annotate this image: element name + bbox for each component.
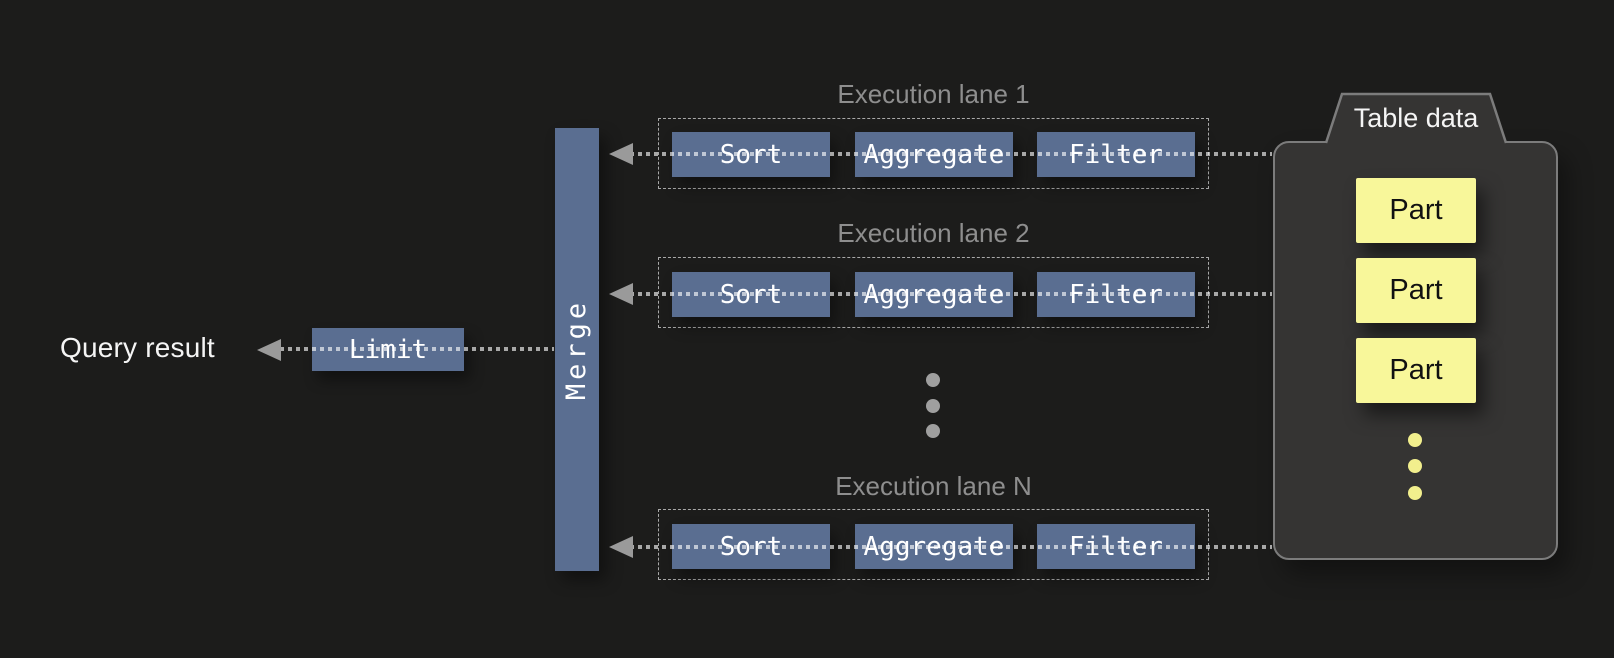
left-arrowhead-icon [257, 339, 281, 361]
lane-1-dotted-line [630, 152, 1272, 156]
lane-2-arrowhead-icon [609, 283, 633, 305]
ellipsis-dot [926, 424, 940, 438]
ellipsis-dot [1408, 486, 1422, 500]
lane-n-title: Execution lane N [835, 471, 1032, 501]
lane-1-arrowhead-icon [609, 143, 633, 165]
part-label: Part [1389, 354, 1443, 386]
merge-operator-bar: Merge [555, 128, 599, 571]
lane-n-dotted-line [630, 545, 1272, 549]
lane-2-title: Execution lane 2 [837, 218, 1030, 248]
ellipsis-dot [1408, 459, 1422, 473]
lane-2-dotted-line [630, 292, 1272, 296]
part-box: Part [1356, 338, 1476, 403]
execution-lane-n [658, 509, 1209, 580]
lane-n-arrowhead-icon [609, 536, 633, 558]
ellipsis-dot [1408, 433, 1422, 447]
table-data-title: Table data [1353, 103, 1479, 133]
ellipsis-dot [926, 399, 940, 413]
lane-1-title: Execution lane 1 [837, 79, 1030, 109]
merge-label: Merge [561, 298, 593, 401]
limit-dotted-line [280, 347, 554, 351]
part-box: Part [1356, 178, 1476, 243]
table-data-tab: Table data [1325, 92, 1507, 144]
query-result-label: Query result [60, 332, 215, 363]
ellipsis-dot [926, 373, 940, 387]
part-label: Part [1389, 274, 1443, 306]
part-label: Part [1389, 194, 1443, 226]
part-box: Part [1356, 258, 1476, 323]
folder-tab-shape [1325, 92, 1507, 144]
